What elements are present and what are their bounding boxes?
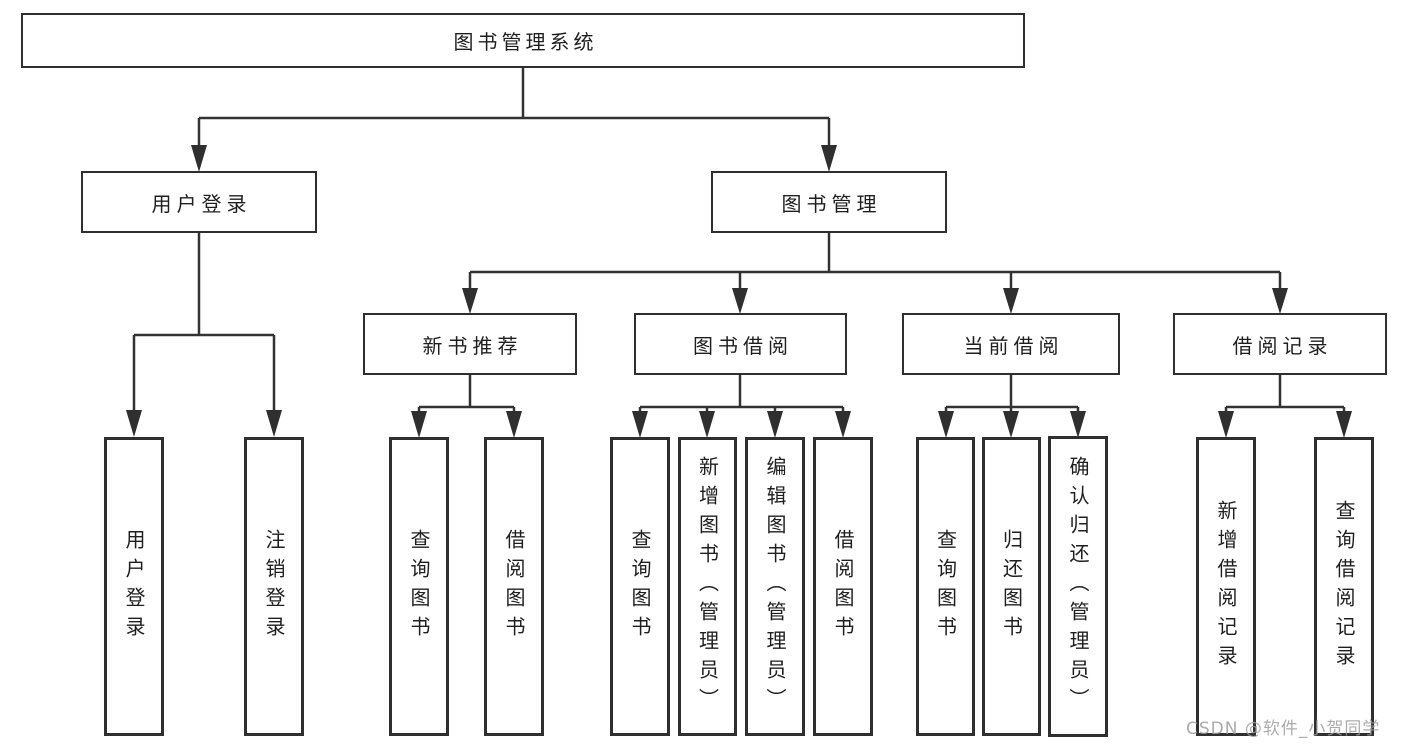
node-leaf-add-borrow-record: 新增借阅记录 [1196, 437, 1256, 736]
node-book-borrowing-label: 图书借阅 [693, 333, 793, 358]
node-leaf-query-books-current: 查询图书 [916, 437, 975, 736]
node-leaf-user-login-label: 用户登录 [122, 528, 146, 645]
node-new-book-recommendation-label: 新书推荐 [422, 333, 523, 358]
node-user-login-label: 用户登录 [151, 191, 252, 216]
node-leaf-query-books-recommend-label: 查询图书 [407, 528, 431, 645]
node-leaf-edit-books-admin-label: 编辑图书（管理员） [763, 456, 787, 717]
node-leaf-query-borrow-record-label: 查询借阅记录 [1332, 499, 1356, 674]
node-leaf-return-books-label: 归还图书 [999, 528, 1024, 645]
node-leaf-user-login: 用户登录 [104, 437, 164, 736]
node-leaf-borrow-books-borrowing-label: 借阅图书 [831, 528, 855, 645]
node-leaf-borrow-books-recommend-label: 借阅图书 [502, 528, 526, 645]
node-leaf-confirm-return-admin: 确认归还（管理员） [1048, 436, 1108, 737]
csdn-watermark: CSDN @软件_小贺同学 [1186, 719, 1381, 739]
node-book-borrowing: 图书借阅 [634, 313, 847, 375]
node-leaf-query-books-borrowing: 查询图书 [610, 437, 670, 736]
node-book-management: 图书管理 [711, 171, 947, 233]
node-leaf-borrow-books-recommend: 借阅图书 [484, 437, 544, 736]
node-user-login: 用户登录 [81, 171, 317, 233]
node-new-book-recommendation: 新书推荐 [363, 313, 577, 375]
node-leaf-logout-label: 注销登录 [262, 528, 286, 645]
node-leaf-add-borrow-record-label: 新增借阅记录 [1214, 499, 1238, 674]
node-leaf-borrow-books-borrowing: 借阅图书 [813, 437, 873, 736]
node-leaf-confirm-return-admin-label: 确认归还（管理员） [1066, 456, 1090, 717]
node-leaf-query-books-borrowing-label: 查询图书 [628, 528, 652, 645]
node-leaf-add-books-admin: 新增图书（管理员） [678, 437, 737, 736]
node-current-borrowing-label: 当前借阅 [963, 333, 1064, 358]
node-leaf-add-books-admin-label: 新增图书（管理员） [695, 456, 720, 717]
node-leaf-edit-books-admin: 编辑图书（管理员） [745, 437, 805, 736]
node-book-management-label: 图书管理 [781, 191, 882, 216]
node-leaf-logout: 注销登录 [244, 437, 304, 736]
node-leaf-query-borrow-record: 查询借阅记录 [1314, 437, 1374, 736]
node-leaf-return-books: 归还图书 [982, 437, 1041, 736]
node-leaf-query-books-current-label: 查询图书 [933, 528, 958, 645]
node-borrowing-records-label: 借阅记录 [1232, 333, 1333, 358]
node-current-borrowing: 当前借阅 [902, 313, 1120, 375]
node-root-system: 图书管理系统 [21, 13, 1025, 68]
node-root-system-label: 图书管理系统 [453, 30, 598, 54]
node-borrowing-records: 借阅记录 [1173, 313, 1387, 375]
node-leaf-query-books-recommend: 查询图书 [389, 437, 449, 736]
